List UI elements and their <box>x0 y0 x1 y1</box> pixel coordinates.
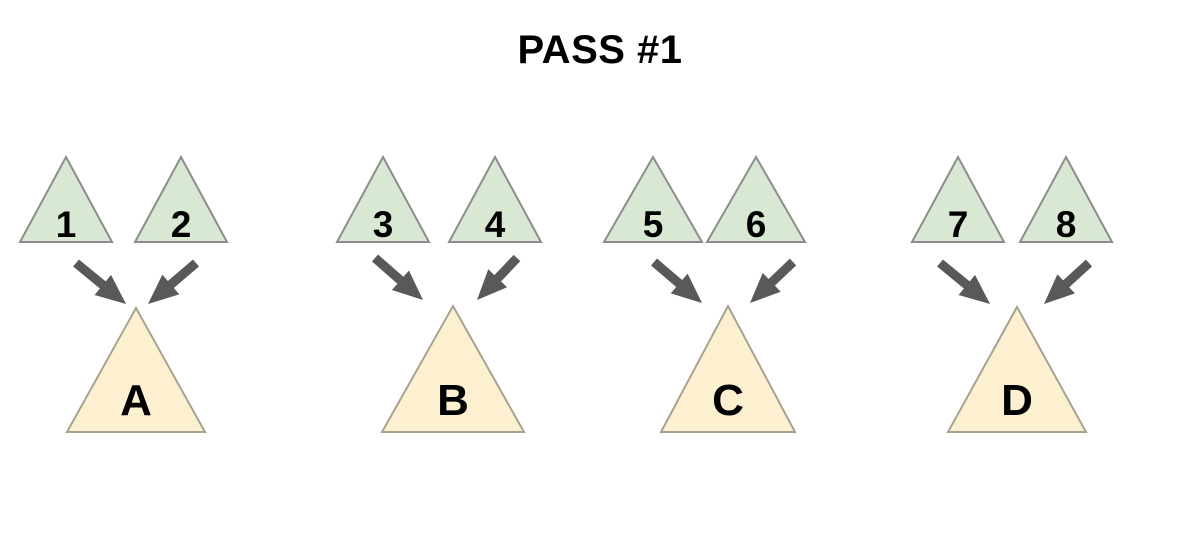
triangle-outline <box>705 154 807 243</box>
arrow-8-to-d-icon <box>1018 237 1115 330</box>
arrow-shape <box>651 258 702 303</box>
triangle-outline <box>65 305 207 433</box>
triangle-outline <box>1018 154 1114 243</box>
arrow-shape <box>371 254 423 300</box>
source-triangle-1[interactable]: 1 <box>18 154 114 243</box>
target-triangle-c[interactable]: C <box>659 303 797 433</box>
triangle-outline <box>380 303 526 433</box>
arrow-6-to-c-icon <box>724 236 819 329</box>
arrow-2-to-a-icon <box>122 237 222 330</box>
arrow-shape <box>148 259 199 304</box>
arrow-1-to-a-icon <box>50 237 152 330</box>
arrow-shape <box>937 259 990 304</box>
source-triangle-3[interactable]: 3 <box>335 154 431 243</box>
source-triangle-4[interactable]: 4 <box>447 154 543 243</box>
triangle-outline <box>133 154 229 243</box>
triangle-outline <box>659 303 797 433</box>
arrow-shape <box>1044 259 1093 304</box>
source-triangle-2[interactable]: 2 <box>133 154 229 243</box>
triangle-outline <box>910 154 1006 243</box>
page-title: PASS #1 <box>517 28 683 72</box>
source-triangle-5[interactable]: 5 <box>602 154 704 243</box>
target-triangle-a[interactable]: A <box>65 305 207 433</box>
source-triangle-8[interactable]: 8 <box>1018 154 1114 243</box>
triangle-outline <box>447 154 543 243</box>
arrow-shape <box>750 258 797 303</box>
arrow-7-to-d-icon <box>914 237 1016 330</box>
arrow-3-to-b-icon <box>349 232 449 326</box>
arrow-shape <box>73 259 126 304</box>
arrow-5-to-c-icon <box>628 236 728 329</box>
target-triangle-b[interactable]: B <box>380 303 526 433</box>
triangle-outline <box>18 154 114 243</box>
arrow-shape <box>477 254 521 300</box>
target-triangle-d[interactable]: D <box>946 304 1088 433</box>
triangle-outline <box>946 304 1088 433</box>
source-triangle-7[interactable]: 7 <box>910 154 1006 243</box>
arrow-4-to-b-icon <box>451 232 543 326</box>
triangle-outline <box>335 154 431 243</box>
triangle-outline <box>602 154 704 243</box>
source-triangle-6[interactable]: 6 <box>705 154 807 243</box>
